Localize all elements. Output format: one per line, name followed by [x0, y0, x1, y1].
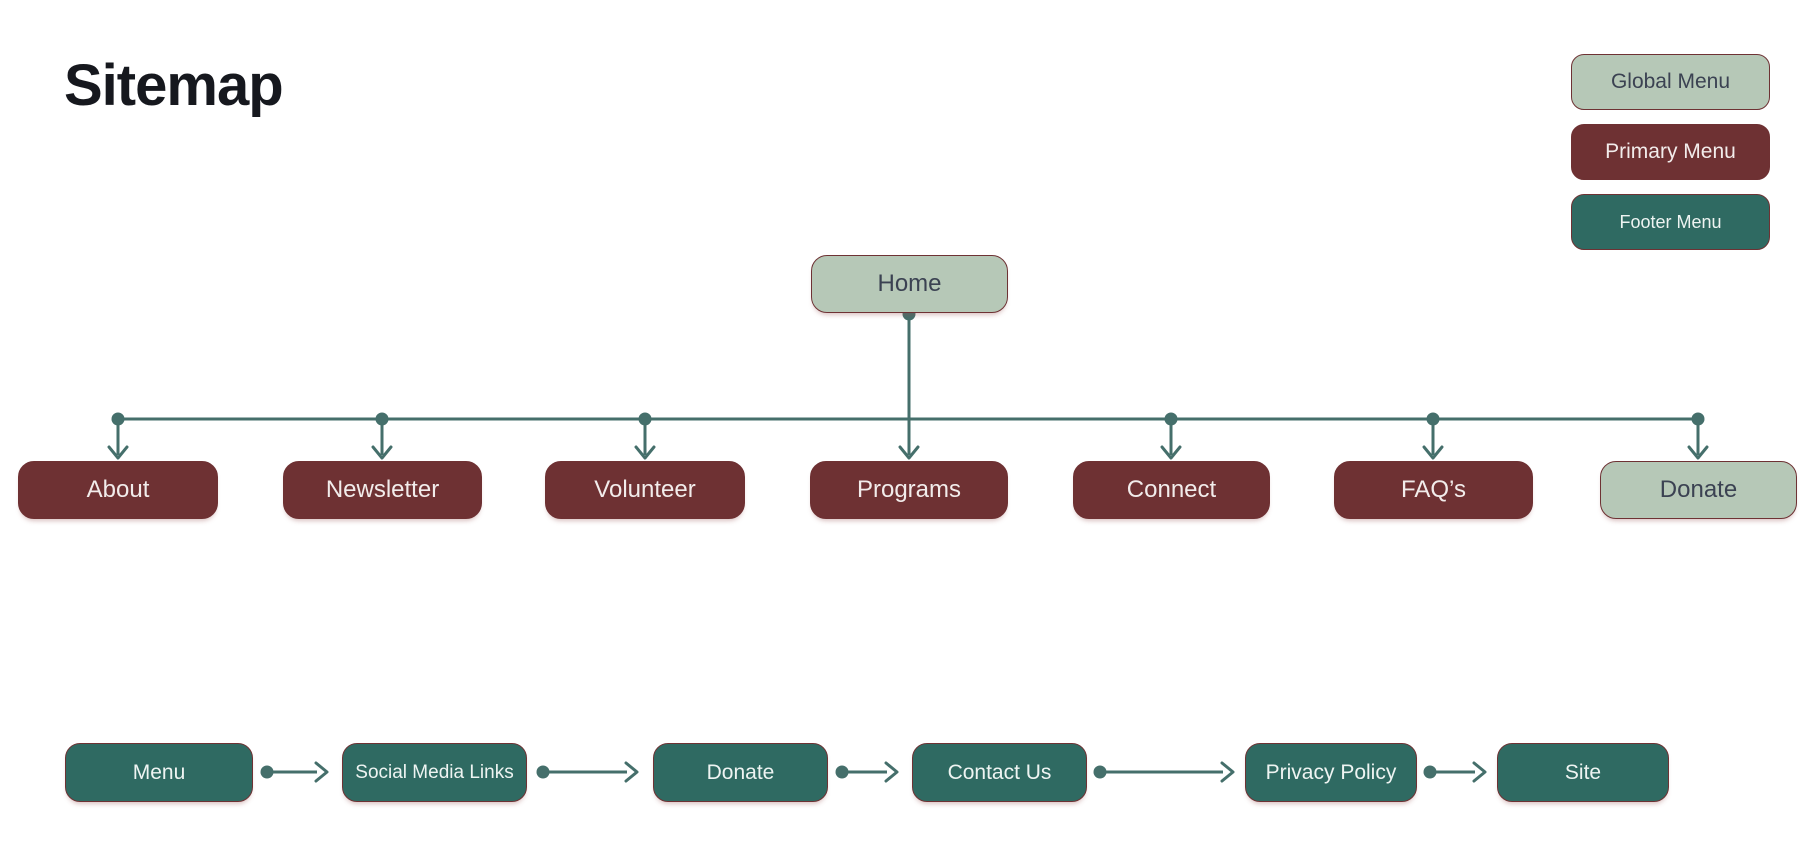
- node-label: Home: [877, 270, 942, 297]
- node-label: FAQ’s: [1401, 476, 1466, 503]
- node-label: Donate: [706, 760, 775, 784]
- node-label: About: [86, 476, 150, 503]
- sitemap-node-volunteer[interactable]: Volunteer: [545, 461, 745, 519]
- node-label: Contact Us: [947, 760, 1052, 784]
- connector-drop-connect: [1160, 412, 1182, 460]
- node-label: Donate: [1659, 476, 1738, 503]
- node-label: Privacy Policy: [1265, 760, 1397, 784]
- connector-home-programs: [898, 307, 920, 460]
- footer-node-donate[interactable]: Donate: [653, 743, 828, 802]
- node-label: Connect: [1126, 476, 1217, 503]
- node-label: Menu: [132, 760, 186, 784]
- sitemap-node-about[interactable]: About: [18, 461, 218, 519]
- node-label: Volunteer: [594, 476, 696, 503]
- connector-drop-donate: [1687, 412, 1709, 460]
- node-label: Social Media Links: [355, 761, 514, 783]
- connector-drop-volunteer: [634, 412, 656, 460]
- connector-footer-2: [536, 761, 639, 783]
- node-label: Newsletter: [325, 476, 440, 503]
- connector-drop-about: [107, 412, 129, 460]
- connector-footer-3: [835, 761, 899, 783]
- legend-chip-label: Global Menu: [1610, 70, 1731, 93]
- connector-drop-newsletter: [371, 412, 393, 460]
- legend-chip-primary-menu[interactable]: Primary Menu: [1571, 124, 1770, 180]
- footer-node-menu[interactable]: Menu: [65, 743, 253, 802]
- sitemap-node-connect[interactable]: Connect: [1073, 461, 1270, 519]
- legend-chip-footer-menu[interactable]: Footer Menu: [1571, 194, 1770, 250]
- sitemap-node-home[interactable]: Home: [811, 255, 1008, 313]
- connector-footer-4: [1093, 761, 1235, 783]
- connector-footer-1: [260, 761, 329, 783]
- sitemap-node-donate[interactable]: Donate: [1600, 461, 1797, 519]
- page-title: Sitemap: [64, 53, 284, 118]
- legend-chip-label: Primary Menu: [1605, 140, 1736, 163]
- connector-drop-faqs: [1422, 412, 1444, 460]
- legend-chip-global-menu[interactable]: Global Menu: [1571, 54, 1770, 110]
- node-label: Site: [1564, 760, 1602, 784]
- connector-footer-5: [1423, 761, 1487, 783]
- sitemap-node-programs[interactable]: Programs: [810, 461, 1008, 519]
- sitemap-node-faqs[interactable]: FAQ’s: [1334, 461, 1533, 519]
- footer-node-social-media-links[interactable]: Social Media Links: [342, 743, 527, 802]
- sitemap-node-newsletter[interactable]: Newsletter: [283, 461, 482, 519]
- legend: Global Menu Primary Menu Footer Menu: [1571, 54, 1770, 250]
- footer-node-privacy-policy[interactable]: Privacy Policy: [1245, 743, 1417, 802]
- footer-node-contact-us[interactable]: Contact Us: [912, 743, 1087, 802]
- footer-node-site[interactable]: Site: [1497, 743, 1669, 802]
- legend-chip-label: Footer Menu: [1619, 211, 1722, 232]
- node-label: Programs: [856, 476, 962, 503]
